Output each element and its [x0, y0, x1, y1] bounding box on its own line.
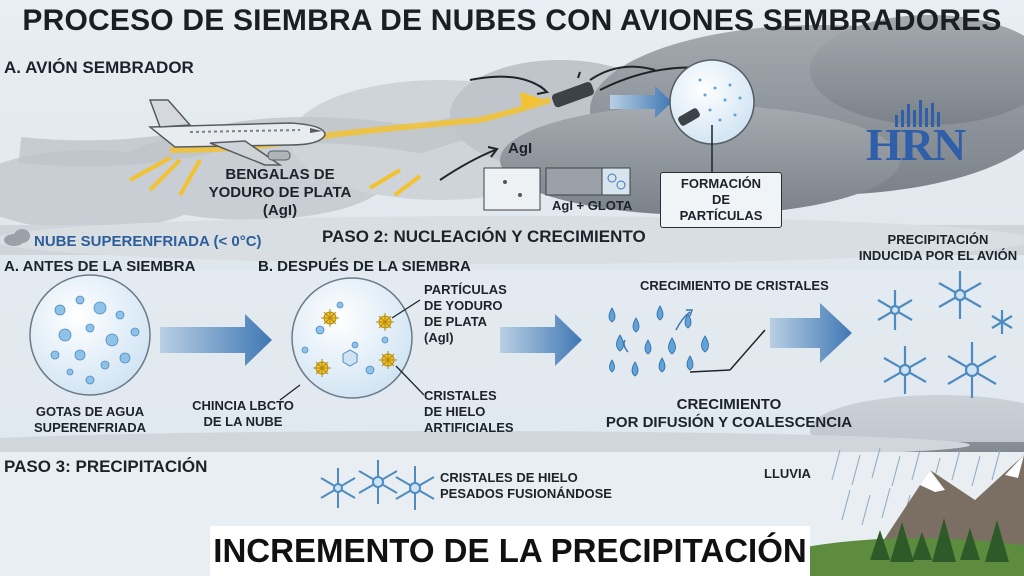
airplane-icon [147, 99, 326, 166]
crystals-label-text: CRISTALES DE HIELO ARTIFICIALES [424, 388, 514, 435]
drops-label: GOTAS DE AGUA SUPERENFRIADA [20, 404, 160, 436]
after-seeding-circle [279, 277, 425, 401]
hrn-logo: HRN [866, 119, 966, 170]
step3-heading: PASO 3: PRECIPITACIÓN [4, 457, 208, 476]
snowflakes-right [877, 271, 1013, 398]
heavy-crystals-label: CRISTALES DE HIELO PESADOS FUSIONÁNDOSE [440, 470, 612, 502]
precip-label-text: PRECIPITACIÓN INDUCIDA POR EL AVIÓN [858, 232, 1018, 263]
particles-label: PARTÍCULAS DE YODURO DE PLATA (AgI) [424, 282, 507, 346]
particle-formation-circle [669, 59, 755, 175]
chincia-label-text: CHINCIA LBCTO DE LA NUBE [192, 398, 294, 429]
growth-heading: CRECIMIENTO DE CRISTALES [640, 278, 829, 293]
trees [870, 518, 1009, 562]
crystals-label: CRISTALES DE HIELO ARTIFICIALES [424, 388, 514, 436]
flare-device-icon [520, 82, 594, 108]
step1-heading: A. AVIÓN SEMBRADOR [4, 58, 194, 77]
page-title: PROCESO DE SIEMBRA DE NUBES CON AVIONES … [22, 4, 1002, 37]
formation-label: FORMACIÓN DE PARTÍCULAS [679, 176, 763, 223]
water-drops-group [608, 305, 709, 377]
cloud-label: NUBE SUPERENFRIADA (< 0°C) [34, 233, 262, 250]
flares-label: BENGALAS DE YODURO DE PLATA (AgI) [190, 166, 370, 220]
after-heading: B. DESPUÉS DE LA SIEMBRA [258, 258, 471, 275]
step2-heading: PASO 2: NUCLEACIÓN Y CRECIMIENTO [322, 227, 646, 246]
heavy-crystals-label-text: CRISTALES DE HIELO PESADOS FUSIONÁNDOSE [440, 470, 612, 501]
before-heading: A. ANTES DE LA SIEMBRA [4, 258, 196, 275]
blue-arrow-2 [500, 314, 582, 366]
growth-label: CRECIMIENTO POR DIFUSIÓN Y COALESCENCIA [594, 396, 864, 432]
drops-label-text: GOTAS DE AGUA SUPERENFRIADA [34, 404, 146, 435]
chincia-label: CHINCIA LBCTO DE LA NUBE [188, 398, 298, 430]
result-banner: INCREMENTO DE LA PRECIPITACIÓN [210, 526, 810, 576]
rain-label: LLUVIA [764, 466, 811, 481]
formation-box: FORMACIÓN DE PARTÍCULAS [660, 172, 782, 228]
small-cloud-icon [4, 229, 30, 246]
agi-drop-label: AgI + GLOTA [552, 198, 633, 213]
before-seeding-circle [29, 274, 151, 396]
growth-label-text: CRECIMIENTO POR DIFUSIÓN Y COALESCENCIA [605, 396, 853, 431]
agi-label: AgI [508, 140, 533, 157]
precip-label: PRECIPITACIÓN INDUCIDA POR EL AVIÓN [852, 232, 1024, 264]
blue-arrow-top [610, 86, 672, 118]
growth-arrows [623, 309, 766, 373]
flares-label-text: BENGALAS DE YODURO DE PLATA (AgI) [208, 166, 352, 219]
inset-images [483, 167, 631, 211]
particles-label-text: PARTÍCULAS DE YODURO DE PLATA (AgI) [424, 282, 507, 345]
logo-bars-icon [895, 100, 940, 127]
snowflakes-bottom [320, 460, 435, 510]
blue-arrow-3 [770, 303, 852, 363]
blue-arrow-1 [160, 314, 272, 366]
